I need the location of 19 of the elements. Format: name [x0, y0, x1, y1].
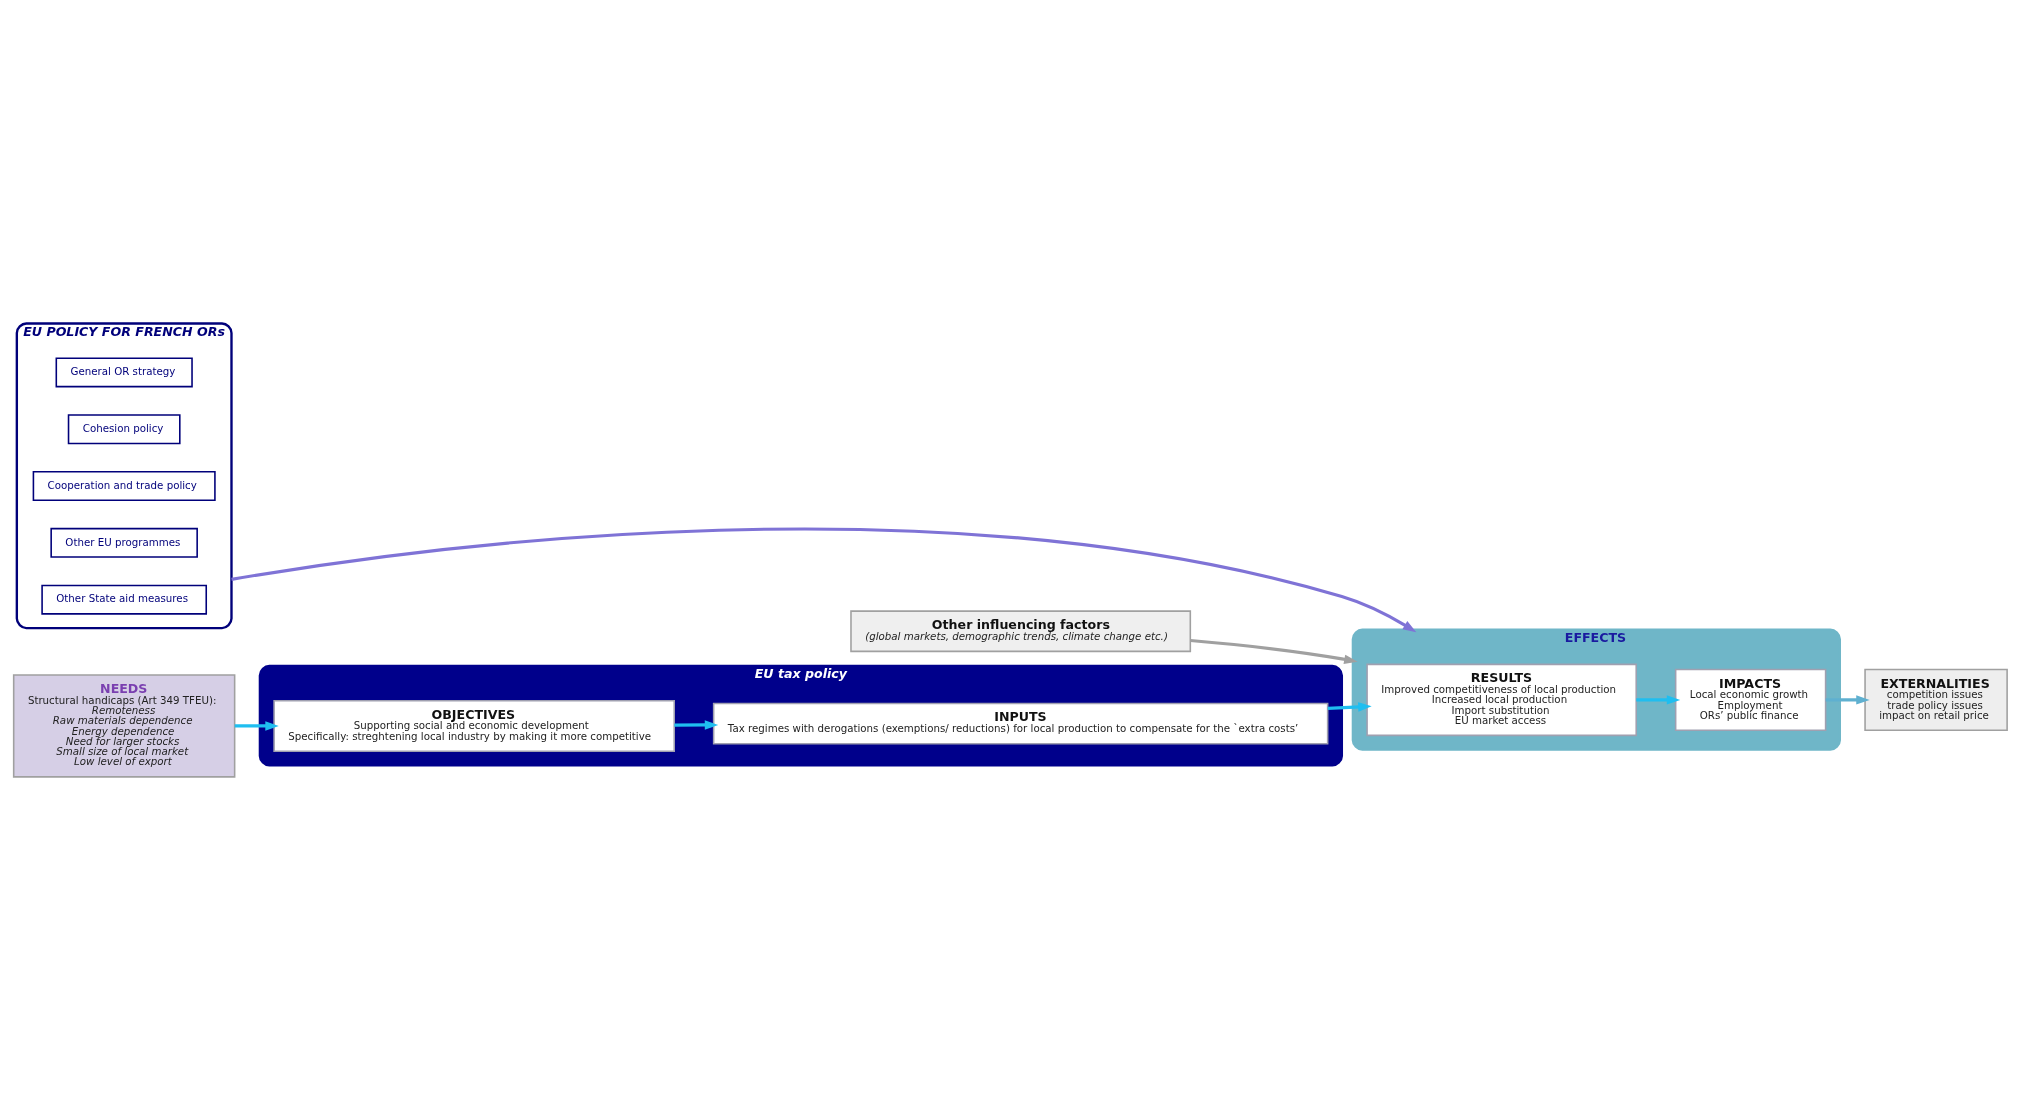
arrow [1327, 701, 1372, 712]
arrow [674, 719, 719, 730]
arrow [1190, 638, 1358, 664]
node-box: IMPACTS Local economic growth Employment ORs’ public finance [1674, 668, 1827, 731]
node-box: OBJECTIVES Supporting social and economic development Specifically: streghtening local industry by making it more competitive [273, 699, 675, 752]
node-box: Other State aid measures [41, 584, 208, 615]
node-box: Other EU programmes [50, 527, 198, 558]
node-box: EXTERNALITIES competition issues trade policy issues impact on retail price [1864, 668, 2008, 731]
arrow [231, 527, 1417, 632]
node-box: General OR strategy [55, 356, 193, 387]
arrow [1825, 694, 1870, 705]
node-box: Cohesion policy [67, 413, 181, 444]
arrow [234, 720, 279, 731]
node-box: Other influencing factors (global markets, demographic trends, climate change etc.) [850, 609, 1192, 652]
node-box: INPUTS Tax regimes with derogations (exemptions/ reductions) for local production to compensate for the `extra costs’ [712, 702, 1329, 744]
arrow [1636, 694, 1681, 705]
node-box: RESULTS Improved competitiveness of local production Increased local production Import substitution EU market access [1366, 663, 1637, 736]
node-box: NEEDS Structural handicaps (Art 349 TFEU): Remoteness Raw materials dependence Energy dependence Need for larger stocks Small size of local market Low level of export [12, 673, 236, 778]
node-box: Cooperation and trade policy [32, 470, 216, 501]
